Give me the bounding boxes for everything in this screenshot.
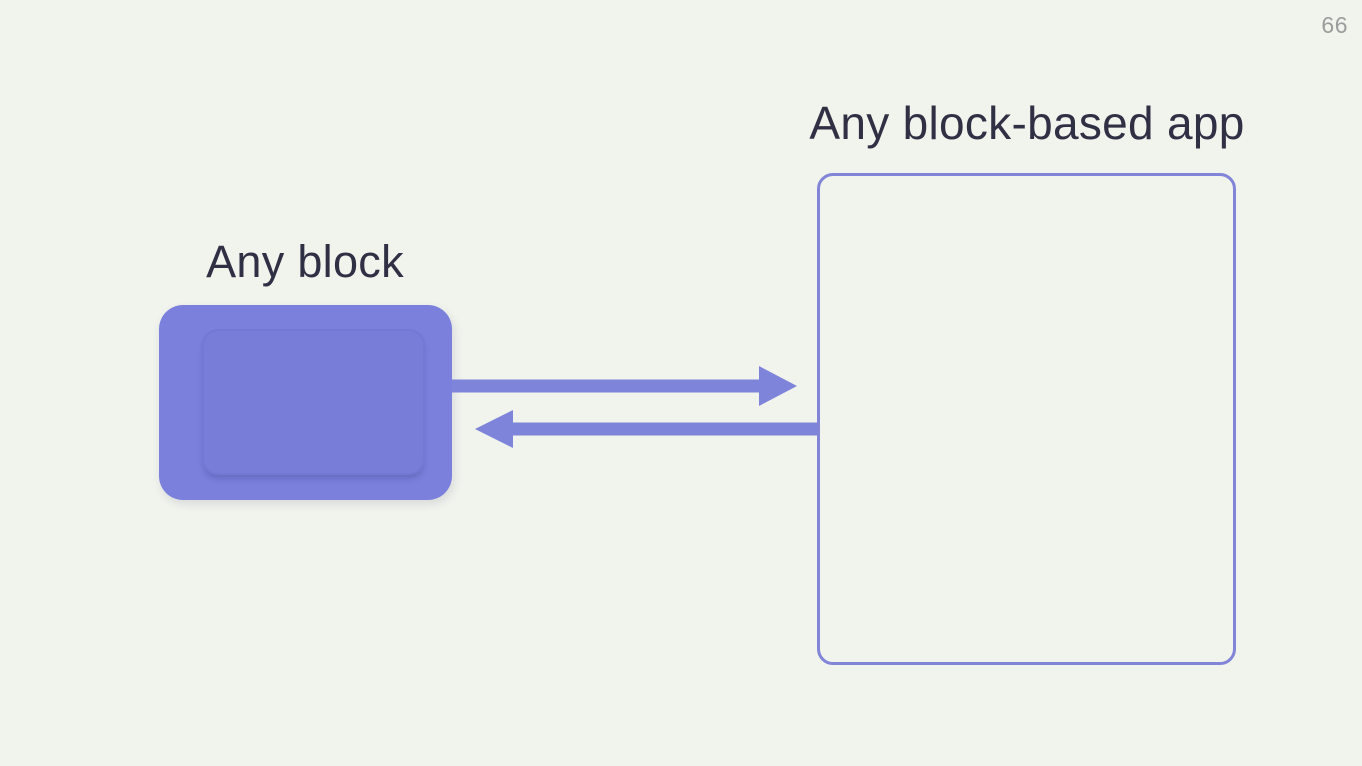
page-number: 66: [1321, 12, 1348, 38]
block-node: [159, 305, 452, 500]
arrow-left-icon: [475, 410, 817, 448]
block-inner-panel: [202, 329, 425, 475]
arrow-right-icon: [452, 366, 797, 406]
app-frame: [817, 173, 1236, 665]
app-label: Any block-based app: [809, 97, 1245, 149]
block-label: Any block: [206, 236, 404, 287]
